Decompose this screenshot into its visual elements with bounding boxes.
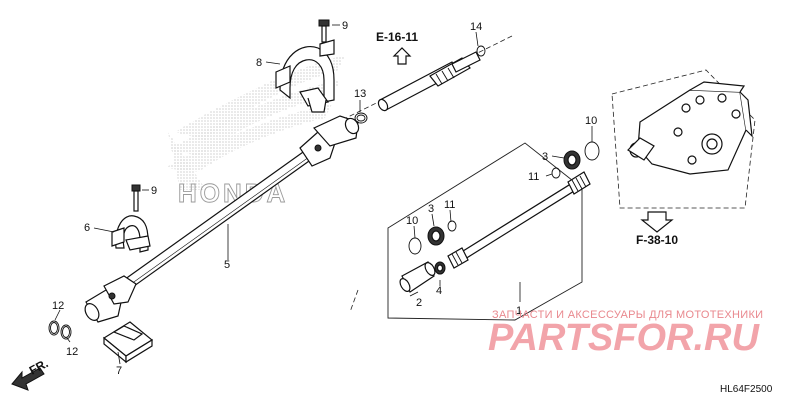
o-ring-11-upper xyxy=(551,167,561,179)
leader-lines xyxy=(54,24,593,365)
diagram-code: HL64F2500 xyxy=(720,384,773,395)
upper-clamp-bracket xyxy=(275,39,335,113)
callout-3-lower: 3 xyxy=(428,203,434,215)
assembly-frame-1 xyxy=(387,142,583,321)
inner-drive-shaft xyxy=(447,171,591,269)
o-ring-12a xyxy=(48,320,60,336)
callout-12-upper: 12 xyxy=(52,300,64,312)
joint-sleeve-2 xyxy=(399,261,436,293)
callout-7: 7 xyxy=(116,365,122,377)
boot-3-lower xyxy=(427,226,445,246)
callout-12-lower: 12 xyxy=(66,346,78,358)
callout-14: 14 xyxy=(470,21,482,33)
output-shaft xyxy=(377,51,481,112)
ref-label-top: E-16-11 xyxy=(376,30,418,44)
callout-3-upper: 3 xyxy=(542,151,548,163)
callout-4: 4 xyxy=(436,285,442,297)
callout-11-lower: 11 xyxy=(444,199,455,211)
callout-10-lower: 10 xyxy=(406,215,418,227)
final-gear-case xyxy=(627,81,753,175)
mount-plate xyxy=(102,321,154,364)
bolt-9-lower xyxy=(131,184,141,212)
callout-5: 5 xyxy=(224,259,230,271)
honda-wing-emblem: HONDA xyxy=(165,55,345,208)
callout-11-upper: 11 xyxy=(528,171,539,183)
callout-8: 8 xyxy=(256,57,262,69)
ref-arrow-up xyxy=(392,47,412,65)
o-ring-13 xyxy=(354,112,368,124)
o-ring-14 xyxy=(476,45,486,57)
circlip-4 xyxy=(434,261,446,275)
boot-3-upper xyxy=(563,150,581,170)
callout-9-lower: 9 xyxy=(151,185,157,197)
watermark-tagline: ЗАПЧАСТИ И АКСЕССУАРЫ ДЛЯ МОТОТЕХНИКИ xyxy=(492,309,763,321)
o-ring-12b xyxy=(60,324,72,340)
bolt-9-upper xyxy=(318,19,330,43)
callout-1: 1 xyxy=(516,305,522,317)
callout-6: 6 xyxy=(84,222,90,234)
o-ring-10-lower xyxy=(408,237,422,255)
callout-10-upper: 10 xyxy=(585,115,597,127)
ref-label-bottom: F-38-10 xyxy=(636,233,678,247)
watermark-logo: PARTSFOR.RU xyxy=(488,317,760,359)
callout-9-upper: 9 xyxy=(342,20,348,32)
ref-arrow-down xyxy=(640,211,674,233)
o-ring-10-upper xyxy=(584,141,600,161)
callout-13: 13 xyxy=(354,88,366,100)
o-ring-11-lower xyxy=(447,220,457,232)
front-arrow-icon xyxy=(11,367,45,391)
callout-2: 2 xyxy=(416,297,422,309)
propeller-shaft xyxy=(84,115,360,323)
lower-clamp-bracket xyxy=(111,215,151,253)
